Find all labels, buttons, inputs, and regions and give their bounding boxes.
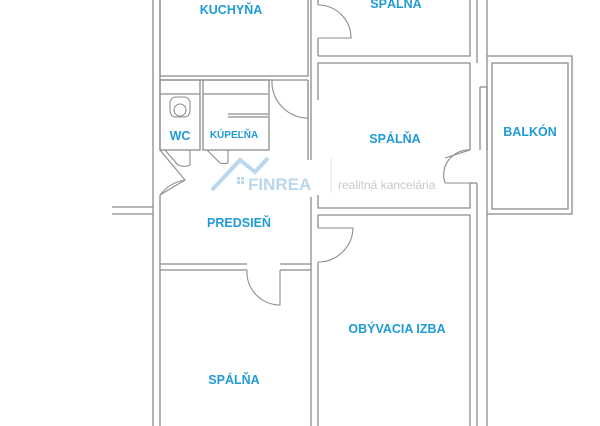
label-bedroom-middle: SPÁLŇA [369, 131, 420, 146]
label-wc: WC [170, 129, 191, 143]
walls [112, 0, 573, 426]
bathroom-room [202, 79, 270, 151]
label-balcony: BALKÓN [503, 124, 556, 139]
label-living-room: OBÝVACIA IZBA [348, 321, 445, 336]
doors [159, 4, 471, 306]
wc-room [159, 79, 201, 151]
label-hallway: PREDSIEŇ [207, 215, 271, 230]
watermark-brand: FINREA [248, 175, 311, 194]
label-bathroom: KÚPEĽŇA [210, 128, 258, 141]
balcony-room [486, 55, 573, 215]
kitchen-room [159, 0, 309, 77]
label-bedroom-top: SPÁLŇA [370, 0, 421, 11]
watermark-logo: FINREA realitná kancelária [210, 156, 436, 194]
toilet-icon [169, 96, 191, 118]
label-bedroom-bottom: SPÁLŇA [208, 372, 259, 387]
label-kitchen: KUCHYŇA [200, 2, 263, 17]
watermark-tagline: realitná kancelária [338, 178, 436, 192]
